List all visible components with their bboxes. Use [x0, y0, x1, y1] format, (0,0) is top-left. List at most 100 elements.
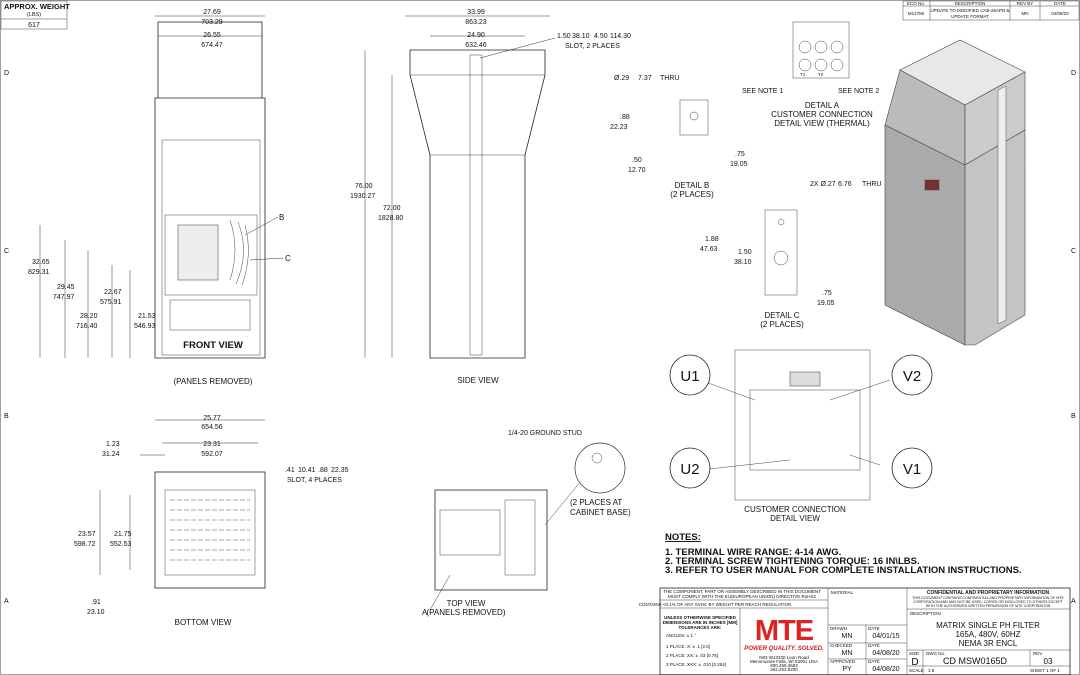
terminal-t1: T1 [800, 72, 806, 77]
dim-front-h3: 28.20 [80, 313, 98, 320]
callout-a: A [422, 608, 428, 617]
dim-side-w2: 24.90 [467, 32, 485, 39]
dim-bottom-w2-mm: 592.07 [201, 451, 223, 458]
zone-b-right: B [1071, 413, 1076, 420]
detail-c-d1-mm: 47.63 [700, 246, 718, 253]
address-3: 800.455.4683 [770, 663, 798, 668]
detail-b-hole-mm: 7.37 [638, 75, 652, 82]
size-value: D [911, 657, 918, 668]
dim-front-h3-mm: 716.40 [76, 323, 98, 330]
dim-bottom-slot2-mm: 22.35 [331, 467, 349, 474]
detail-c-d2-mm: 38.10 [734, 259, 752, 266]
dim-front-h1: 32.65 [32, 259, 50, 266]
dim-bottom-slot: .41 [285, 467, 295, 474]
drawn-by: MN [842, 633, 853, 640]
terminal-v1: V1 [903, 461, 921, 478]
notes: NOTES: 1. TERMINAL WIRE RANGE: 4-14 AWG.… [665, 532, 1022, 576]
approved-by: PY [842, 666, 852, 673]
confidential-3: WITH THE AUTHORIZED WRITTEN PERMISSION O… [926, 604, 1051, 608]
zone-labels: D C B A D C B A [4, 70, 1076, 605]
detail-b-hole: Ø.29 [614, 75, 629, 82]
checked-date-label: DATE [868, 643, 880, 648]
drawn-date-label: DATE [868, 626, 880, 631]
dim-side-h2: 72.00 [383, 205, 401, 212]
reach-note: CONTAINS <0.1% OF ANY SVHC BY WEIGHT PER… [639, 602, 792, 607]
weight-value: 617 [28, 22, 40, 29]
top-view: 1/4-20 GROUND STUD (2 PLACES AT CABINET … [422, 430, 631, 617]
drawn-date: 04/01/15 [872, 633, 899, 640]
detail-c-d2: 1.50 [738, 249, 752, 256]
revision-block: ECO No. DESCRIPTION REV BY DATE M12786 U… [902, 0, 1080, 21]
checked-by: MN [842, 650, 853, 657]
rev-value: 03 [1044, 657, 1053, 666]
zone-d-left: D [4, 70, 9, 77]
dim-front-width2: 26.55 [203, 32, 221, 39]
dim-front-h2: 29.45 [57, 284, 75, 291]
bottom-slot-note: SLOT, 4 PLACES [287, 477, 342, 484]
rohs-1: THE COMPONENT, PART OR ASSEMBLY DESCRIBE… [663, 589, 821, 594]
dim-front-width: 27.69 [203, 9, 221, 16]
rev-header-eco: ECO No. [907, 1, 925, 6]
detail-c-d3-mm: 19.05 [817, 300, 835, 307]
tol-3place: 3 PLACE .XXX: ± .010 [0.254] [666, 662, 726, 667]
zone-c-left: C [4, 248, 9, 255]
dim-front-h5-mm: 546.93 [134, 323, 156, 330]
dim-side-w1-mm: 863.23 [465, 19, 487, 26]
zone-a-left: A [4, 598, 9, 605]
zone-a-right: A [1071, 598, 1076, 605]
tol-angles: ANGLES: ± 1 ° [666, 633, 696, 638]
dim-bottom-h3: .91 [91, 599, 101, 606]
dim-side-h1-mm: 1930.27 [350, 193, 375, 200]
address-1: N83 W13330 Leon Road [759, 655, 809, 660]
dim-bottom-h2-mm: 552.53 [110, 541, 132, 548]
dim-bottom-h2: 21.75 [114, 531, 132, 538]
rev-eco: M12786 [908, 11, 925, 16]
front-view-subtitle: (PANELS REMOVED) [174, 377, 253, 386]
stud-places-1: (2 PLACES AT [570, 498, 622, 507]
front-view-title: FRONT VIEW [183, 340, 243, 351]
rev-header-by: REV BY [1017, 1, 1034, 6]
sheet-number: SHEET 1 OF 1 [1030, 668, 1060, 673]
mte-logo: MTE [755, 615, 814, 647]
dim-bottom-w3: 1.23 [106, 441, 120, 448]
rev-label: REV [1033, 651, 1042, 656]
detail-c-title: DETAIL C [764, 311, 799, 320]
top-view-title: TOP VIEW [447, 599, 486, 608]
checked-date: 04/08/20 [872, 650, 899, 657]
rev-header-date: DATE [1054, 1, 1066, 6]
dim-bottom-h1-mm: 598.72 [74, 541, 96, 548]
weight-title: APPROX. WEIGHT [4, 2, 70, 11]
dim-bottom-w3-mm: 31.24 [102, 451, 120, 458]
dim-slot-l: 4.50 [594, 33, 608, 40]
detail-c-sub: (2 PLACES) [760, 320, 804, 329]
detail-c-d1: 1.88 [705, 236, 719, 243]
ground-stud-label: 1/4-20 GROUND STUD [508, 430, 582, 437]
detail-b-title: DETAIL B [675, 181, 710, 190]
title-block: THE COMPONENT, PART OR ASSEMBLY DESCRIBE… [639, 587, 1071, 675]
detail-b-thru: THRU [660, 75, 679, 82]
dim-bottom-w2: 23.31 [203, 441, 221, 448]
dim-front-h2-mm: 747.97 [53, 294, 75, 301]
tol-2place: 2 PLACE .XX: ± .03 [0.76] [666, 653, 718, 658]
zone-b-left: B [4, 413, 9, 420]
confidential-2: CORPORATION AND MAY NOT BE USED, COPIED … [913, 600, 1064, 604]
tol-1place: 1 PLACE .X: ± .1 [2.5] [666, 644, 710, 649]
dim-front-h4: 22.67 [104, 289, 122, 296]
bottom-view: 25.77 654.56 23.31 592.07 1.23 31.24 .41… [74, 415, 349, 627]
zone-d-right: D [1071, 70, 1076, 77]
detail-b: Ø.29 7.37 THRU .88 22.23 .50 12.70 .75 1… [610, 75, 748, 199]
dim-side-h1: 76.00 [355, 183, 373, 190]
dwg-number: CD MSW0165D [943, 656, 1008, 666]
detail-b-d3: .75 [735, 151, 745, 158]
tol-title-3: TOLERANCES ARE: [678, 625, 722, 630]
approved-date-label: DATE [868, 659, 880, 664]
dim-side-h2-mm: 1828.80 [378, 215, 403, 222]
dim-slot-w-mm: 38.10 [572, 33, 590, 40]
notes-title: NOTES: [665, 532, 701, 543]
see-note-1: SEE NOTE 1 [742, 88, 783, 95]
detail-a-sub1: CUSTOMER CONNECTION [771, 110, 873, 119]
confidential-title: CONFIDENTIAL AND PROPRIETARY INFORMATION [927, 590, 1050, 596]
zone-c-right: C [1071, 248, 1076, 255]
note-2: 2. TERMINAL SCREW TIGHTENING TORQUE: 16 … [665, 556, 920, 567]
approved-date: 04/08/20 [872, 666, 899, 673]
